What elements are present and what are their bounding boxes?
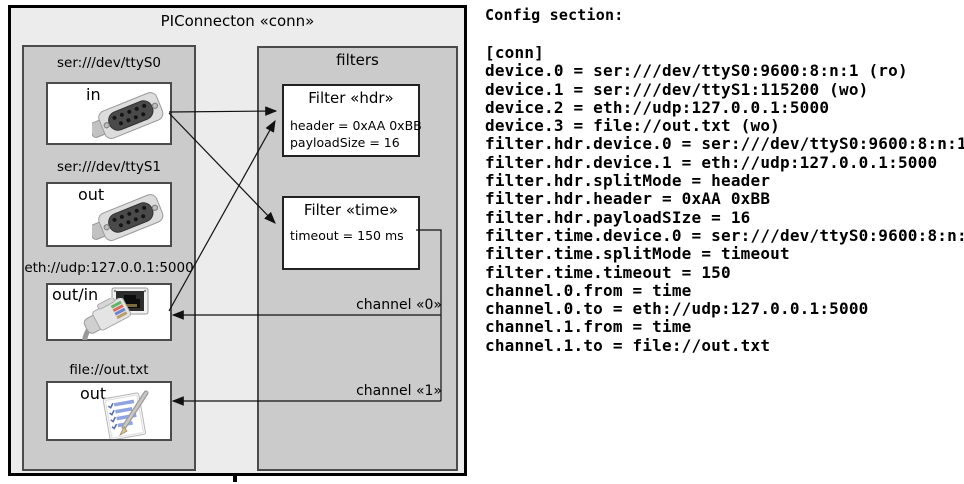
config-line: channel.0.from = time: [485, 280, 692, 300]
config-line: filter.hdr.splitMode = header: [485, 171, 771, 191]
piconnecton-component-box: PIConnecton «conn» ser:///dev/ttyS0 in: [8, 5, 467, 476]
filter-time-title: Filter «time»: [303, 201, 399, 219]
channel-0-label: channel «0»: [356, 297, 442, 313]
port-direction-label: out: [78, 185, 105, 204]
config-line: device.1 = ser:///dev/ttyS1:115200 (wo): [485, 79, 869, 99]
filter-box-hdr: Filter «hdr» header = 0xAA 0xBB payloadS…: [282, 84, 422, 157]
config-line: filter.time.timeout = 150: [485, 262, 731, 282]
ethernet-cable-icon: [81, 298, 131, 340]
bottom-connector-notch: [233, 474, 237, 482]
filters-panel-title: filters: [336, 51, 379, 69]
config-section: Config section: [conn]device.0 = ser:///…: [485, 6, 964, 355]
config-line: filter.hdr.device.1 = eth://udp:127.0.0.…: [485, 152, 938, 172]
config-line: filter.time.device.0 = ser:///dev/ttyS0:…: [485, 225, 964, 245]
port-direction-label: in: [86, 85, 101, 104]
filter-hdr-prop-payloadsize: payloadSize = 16: [290, 134, 400, 150]
config-line: filter.hdr.device.0 = ser:///dev/ttyS0:9…: [485, 134, 964, 154]
filter-hdr-prop-header: header = 0xAA 0xBB: [290, 118, 422, 133]
devices-panel: ser:///dev/ttyS0 in: [22, 45, 196, 471]
device-box-ttys1: out: [46, 182, 172, 247]
device-label-eth: eth://udp:127.0.0.1:5000: [24, 260, 194, 276]
port-direction-label: out/in: [52, 285, 99, 304]
filter-hdr-title: Filter «hdr»: [308, 89, 394, 107]
config-line: channel.1.from = time: [485, 317, 692, 337]
serial-db9-connector-icon: [92, 194, 164, 241]
config-heading: Config section:: [485, 6, 624, 24]
channel-1-label: channel «1»: [356, 383, 442, 399]
port-direction-label: out: [80, 384, 107, 403]
config-line: filter.hdr.header = 0xAA 0xBB: [485, 189, 771, 209]
filter-time-prop-timeout: timeout = 150 ms: [290, 228, 404, 243]
config-lines: [conn]device.0 = ser:///dev/ttyS0:9600:8…: [485, 43, 964, 355]
config-line: filter.hdr.payloadSIze = 16: [485, 207, 751, 227]
device-label-ttys1: ser:///dev/ttyS1: [57, 159, 161, 175]
device-label-ttys0: ser:///dev/ttyS0: [57, 55, 161, 71]
config-line: filter.time.splitMode = timeout: [485, 244, 790, 264]
config-line: device.3 = file://out.txt (wo): [485, 116, 780, 136]
device-label-file: file://out.txt: [69, 362, 149, 378]
config-line: [conn]: [485, 43, 544, 62]
component-title: PIConnecton «conn»: [160, 12, 315, 30]
config-line: channel.1.to = file://out.txt: [485, 335, 771, 355]
filter-box-time: Filter «time» timeout = 150 ms: [282, 196, 420, 270]
serial-db9-connector-icon: [92, 92, 164, 139]
notepad-pen-icon: [102, 390, 149, 439]
config-line: channel.0.to = eth://udp:127.0.0.1:5000: [485, 299, 869, 319]
device-box-ttys0: in: [46, 82, 172, 145]
filters-panel: filters Filter «hdr» header = 0xAA 0xBB …: [257, 46, 458, 471]
device-box-eth: out/in: [46, 283, 172, 341]
device-box-file: out: [46, 381, 172, 441]
config-line: device.2 = eth://udp:127.0.0.1:5000: [485, 97, 830, 117]
config-line: device.0 = ser:///dev/ttyS0:9600:8:n:1 (…: [485, 61, 908, 81]
